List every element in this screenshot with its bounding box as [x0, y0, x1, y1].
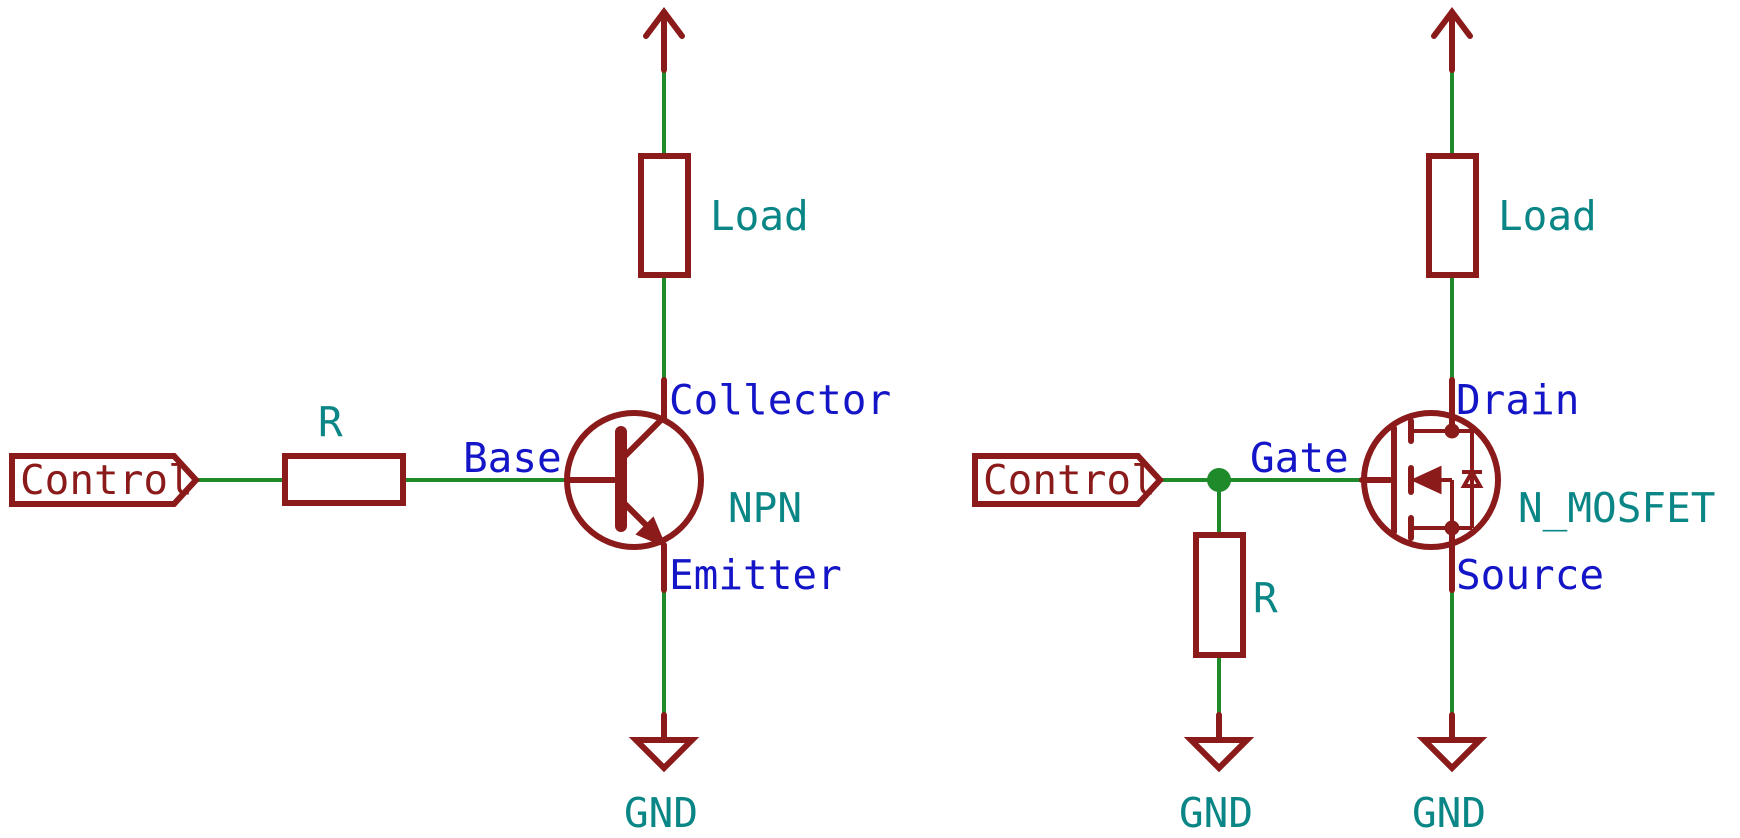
- npn-pin-emitter: Emitter: [669, 551, 842, 599]
- npn-transistor: NPN Collector Base Emitter: [463, 376, 891, 599]
- npn-load-value: Load: [710, 192, 809, 240]
- mosfet-transistor-value: N_MOSFET: [1518, 484, 1715, 532]
- npn-transistor-value: NPN: [728, 484, 802, 532]
- npn-gnd-label: GND: [624, 789, 698, 837]
- npn-base-resistor: R: [282, 398, 406, 506]
- mosfet-circuit: Control R Load: [972, 6, 1715, 837]
- junction-dot: [1207, 468, 1231, 492]
- npn-pin-base: Base: [463, 434, 562, 482]
- mosfet-source-gnd-label: GND: [1412, 789, 1486, 837]
- mosfet-transistor: N_MOSFET Drain Gate Source: [1250, 376, 1715, 599]
- mosfet-control-label: Control: [983, 456, 1156, 504]
- npn-control-port: Control: [9, 453, 201, 507]
- mosfet-control-port: Control: [972, 453, 1165, 507]
- npn-pin-collector: Collector: [669, 376, 891, 424]
- npn-ground-icon: GND: [624, 712, 700, 837]
- body-arrow-icon: [1410, 465, 1442, 495]
- mosfet-source-ground-icon: GND: [1412, 712, 1488, 837]
- resistor-body: [282, 453, 406, 506]
- mosfet-resistor-gnd-label: GND: [1179, 789, 1253, 837]
- npn-load: Load: [638, 153, 809, 278]
- mosfet-pin-gate: Gate: [1250, 434, 1349, 482]
- mosfet-pin-source: Source: [1456, 551, 1604, 599]
- resistor-body: [1193, 532, 1246, 658]
- emitter-arrow-icon: [635, 516, 667, 548]
- mosfet-pin-drain: Drain: [1456, 376, 1579, 424]
- mosfet-resistor-ground-icon: GND: [1179, 712, 1255, 837]
- diode-icon: [1460, 467, 1484, 488]
- load-body: [1426, 153, 1479, 278]
- control-port-shape: [972, 453, 1165, 507]
- npn-supply-arrow-icon: [643, 6, 685, 73]
- load-body: [638, 153, 691, 278]
- npn-circuit: Control R Load NPN Co: [9, 6, 891, 837]
- control-port-shape: [9, 453, 201, 507]
- mosfet-load: Load: [1426, 153, 1597, 278]
- mosfet-load-value: Load: [1498, 192, 1597, 240]
- mosfet-supply-arrow-icon: [1431, 6, 1473, 73]
- npn-control-label: Control: [20, 456, 193, 504]
- mosfet-pulldown-resistor: R: [1193, 532, 1278, 658]
- mosfet-resistor-value: R: [1253, 574, 1278, 622]
- source-dot: [1444, 520, 1460, 536]
- npn-resistor-value: R: [318, 398, 343, 446]
- drain-dot: [1444, 423, 1460, 439]
